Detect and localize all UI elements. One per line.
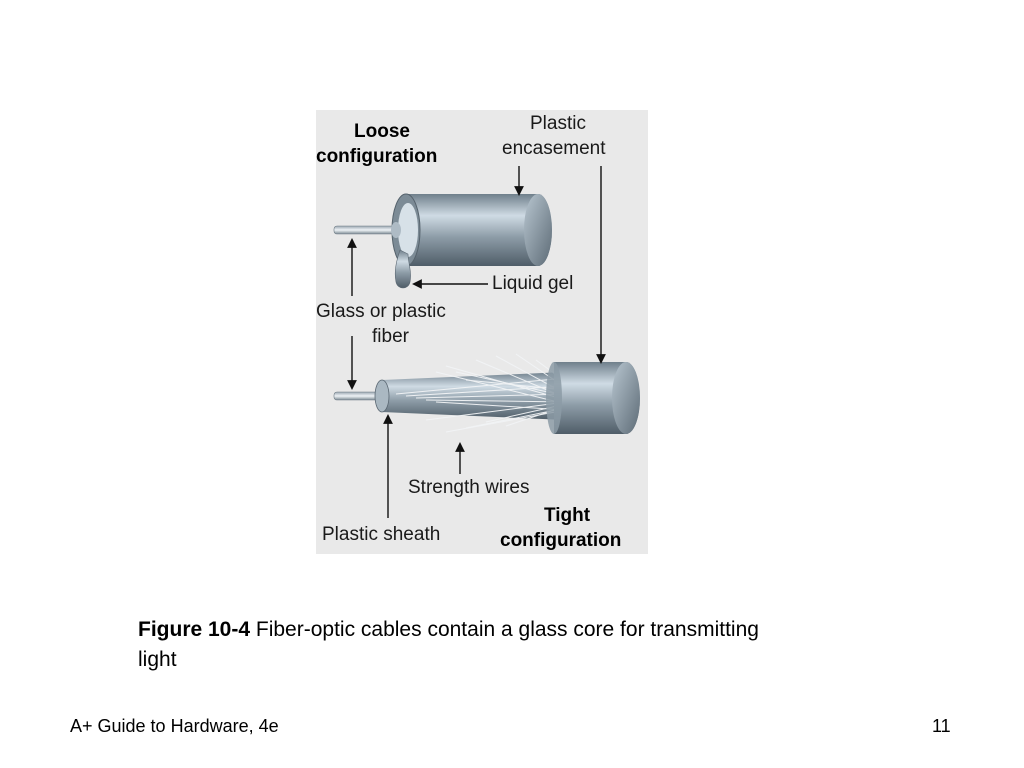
plastic-encasement-label-line1: Plastic — [530, 113, 586, 134]
figure-illustration: Loose configuration Plastic encasement L… — [316, 110, 648, 554]
callout-arrows — [347, 166, 606, 518]
plastic-sheath-label: Plastic sheath — [322, 524, 441, 545]
loose-cable — [333, 193, 552, 289]
page-number: 11 — [932, 716, 951, 736]
loose-encasement-end — [524, 194, 552, 266]
tight-configuration-label-line2: configuration — [500, 530, 622, 551]
fiber-optic-cable-diagram — [333, 166, 640, 518]
plastic-encasement-label-line2: encasement — [502, 138, 606, 159]
loose-fiber-core — [333, 225, 395, 235]
liquid-gel-drip — [394, 249, 411, 289]
loose-configuration-label-line1: Loose — [354, 121, 410, 142]
liquid-gel-label: Liquid gel — [492, 273, 574, 294]
tight-cable — [333, 353, 640, 434]
tight-configuration-label-line1: Tight — [544, 505, 591, 526]
figure-number: Figure 10-4 — [138, 618, 251, 641]
caption-text: Fiber-optic cables contain a glass core … — [138, 618, 759, 671]
figure-caption: Figure 10-4 Fiber-optic cables contain a… — [138, 615, 798, 675]
strength-wires-label: Strength wires — [408, 477, 530, 498]
glass-fiber-label-line1: Glass or plastic — [316, 301, 446, 322]
loose-configuration-label-line2: configuration — [316, 146, 438, 167]
footer-source: A+ Guide to Hardware, 4e — [70, 716, 279, 736]
tight-encasement-end — [612, 362, 640, 434]
glass-fiber-label-line2: fiber — [372, 326, 409, 347]
loose-encasement — [406, 194, 552, 266]
